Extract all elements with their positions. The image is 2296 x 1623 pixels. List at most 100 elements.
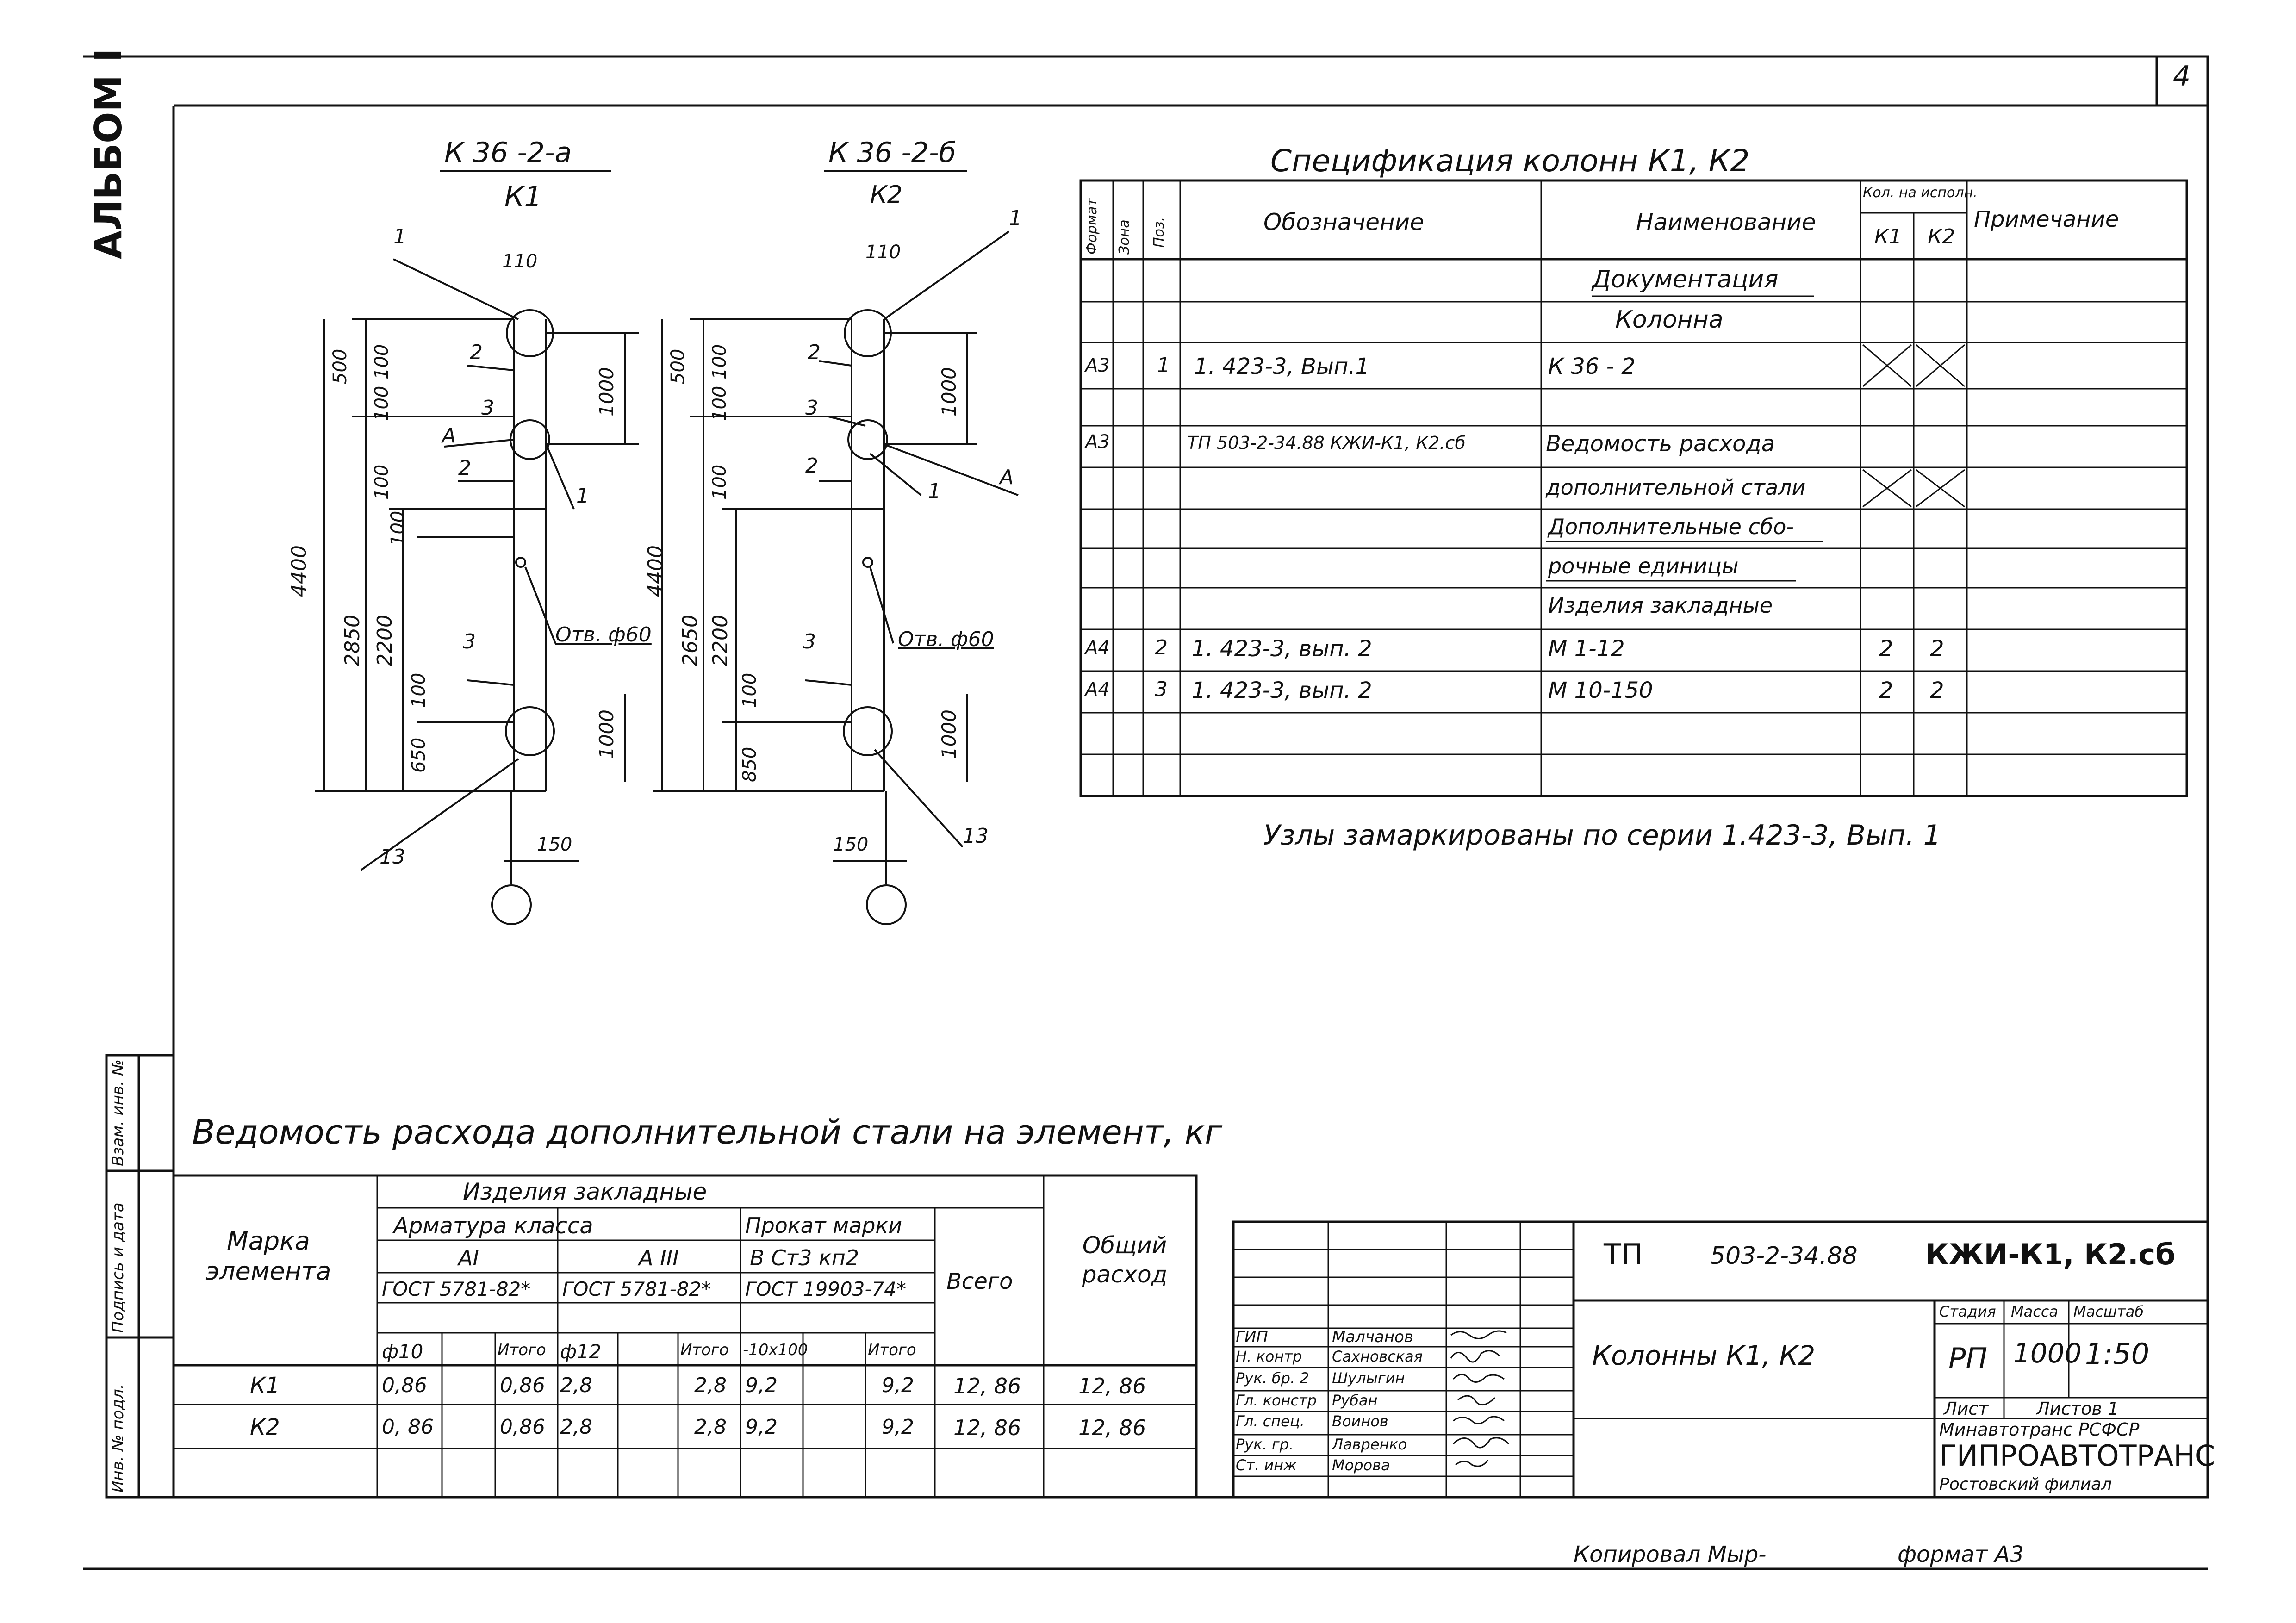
k2-dim-1000b: 1000 — [938, 709, 960, 759]
spec-row-10-k1: 2 — [1879, 678, 1893, 703]
ved-h-gost3: ГОСТ 19903-74* — [745, 1278, 906, 1300]
k1-subtitle: К1 — [504, 180, 542, 213]
spec-row-1-name: Колонна — [1615, 306, 1724, 334]
k1-dim-100d: 100 — [387, 510, 409, 546]
sig-name-6: Морова — [1332, 1456, 1390, 1474]
spec-row-10-designation: 1. 423-3, вып. 2 — [1192, 678, 1372, 703]
k2-callout-1b: 1 — [928, 479, 941, 503]
vedomost-title: Ведомость расхода дополнительной стали н… — [192, 1113, 1222, 1151]
tb-org1: Минавтотранс РСФСР — [1939, 1419, 2140, 1440]
ved-h-mark: Марка элемента — [205, 1226, 331, 1286]
sig-name-4: Воинов — [1332, 1412, 1388, 1430]
k1-dim-100c: 100 — [371, 464, 392, 500]
margin-inv-podl: Инв. № подл. — [109, 1384, 127, 1492]
tb-list: Лист — [1944, 1399, 1989, 1419]
ved-row-0-f10: 0,86 — [382, 1374, 427, 1397]
k2-dim-100a: 100 — [709, 344, 730, 379]
ved-h-gost2: ГОСТ 5781-82* — [562, 1278, 711, 1300]
spec-row-2-format: А3 — [1085, 355, 1110, 376]
sig-name-1: Сахновская — [1332, 1348, 1423, 1365]
album-label: АЛЬБОМ I — [87, 48, 130, 259]
k1-dim-110: 110 — [502, 251, 538, 272]
k1-callout-1b: 1 — [576, 484, 589, 508]
spec-row-8-name: Изделия закладные — [1548, 593, 1773, 618]
margin-podpis-data: Подпись и дата — [109, 1202, 127, 1333]
ved-row-0-it2: 2,8 — [694, 1374, 727, 1397]
ved-h-vst: В Ст3 кп2 — [750, 1245, 859, 1270]
k2-dim-100d: 100 — [739, 672, 760, 708]
ved-row-1-vsego: 12, 86 — [953, 1415, 1021, 1440]
k2-dim-2200: 2200 — [709, 615, 732, 666]
k2-callout-2: 2 — [808, 341, 821, 364]
ved-h-itogo1: Итого — [498, 1341, 546, 1359]
k2-dim-850: 850 — [739, 746, 760, 782]
ved-row-1-f12: 2,8 — [560, 1415, 592, 1439]
ved-row-0-it1: 0,86 — [500, 1374, 545, 1397]
ved-row-1-mark: К2 — [250, 1414, 280, 1440]
k1-callout-2b: 2 — [458, 456, 471, 480]
k2-callout-3b: 3 — [803, 630, 816, 653]
k2-dim-2650: 2650 — [678, 615, 702, 666]
sig-name-5: Лавренко — [1332, 1436, 1407, 1453]
ved-h-prokat: Прокат марки — [745, 1213, 902, 1238]
spec-row-10-name: М 10-150 — [1548, 678, 1653, 703]
tb-org2: ГИПРОАВТОТРАНС — [1939, 1439, 2215, 1473]
spec-h-designation: Обозначение — [1263, 209, 1424, 236]
tb-massa: 1000 — [2013, 1337, 2082, 1369]
spec-h-note: Примечание — [1974, 206, 2119, 232]
k1-title: К 36 -2-а — [444, 137, 572, 169]
k2-dim-100b: 100 — [709, 386, 730, 421]
spec-row-9-k1: 2 — [1879, 636, 1893, 662]
k1-callout-1: 1 — [393, 225, 406, 249]
sig-name-3: Рубан — [1332, 1392, 1378, 1409]
k2-title: К 36 -2-б — [828, 137, 956, 169]
ved-row-0-mark: К1 — [250, 1373, 280, 1399]
tb-code-prefix: ТП — [1604, 1237, 1643, 1271]
spec-row-9-pos: 2 — [1155, 636, 1168, 659]
copied-by: Копировал Мыр- — [1574, 1542, 1767, 1567]
spec-row-9-format: А4 — [1085, 637, 1110, 659]
k2-dim-150: 150 — [833, 834, 869, 855]
k2-dim-1000a: 1000 — [938, 367, 960, 417]
k1-dim-500: 500 — [330, 348, 351, 384]
k2-callout-A: А — [1000, 466, 1014, 489]
tb-org3: Ростовский филиал — [1939, 1475, 2112, 1494]
format-label: формат А3 — [1898, 1542, 2024, 1567]
k1-dim-1000b: 1000 — [595, 709, 618, 759]
k2-dim-110: 110 — [865, 242, 901, 263]
k1-callout-A: А — [442, 424, 456, 448]
k1-callout-3b: 3 — [463, 630, 476, 653]
ved-row-0-f12: 2,8 — [560, 1374, 592, 1397]
ved-h-f10: ф10 — [382, 1340, 423, 1363]
spec-h-qty: Кол. на исполн. — [1863, 185, 1978, 201]
spec-row-9-name: М 1-12 — [1548, 636, 1625, 662]
ved-h-vsego: Всего — [946, 1269, 1013, 1294]
tb-code-number: 503-2-34.88 — [1710, 1242, 1858, 1270]
tb-object: Колонны К1, К2 — [1592, 1340, 1816, 1371]
spec-row-4-designation: ТП 503-2-34.88 КЖИ-К1, К2.сб — [1187, 433, 1466, 453]
margin-vzam-inv: Взам. инв. № — [109, 1059, 127, 1166]
k1-dim-100a: 100 — [371, 344, 392, 379]
k1-dim-2200: 2200 — [373, 615, 397, 666]
tb-stadia: РП — [1948, 1342, 1988, 1375]
ved-row-0-obsh: 12, 86 — [1078, 1374, 1146, 1399]
k1-dim-100b: 100 — [371, 386, 392, 421]
spec-row-2-designation: 1. 423-3, Вып.1 — [1194, 354, 1370, 379]
spec-row-9-k2: 2 — [1930, 636, 1944, 662]
ved-row-1-f10: 0, 86 — [382, 1415, 434, 1439]
spec-h-pos: Поз. — [1151, 217, 1167, 248]
ved-row-1-it3: 9,2 — [882, 1415, 914, 1439]
sig-role-6: Ст. инж — [1236, 1456, 1297, 1474]
sig-role-3: Гл. констр — [1236, 1392, 1317, 1409]
k1-dim-650: 650 — [408, 737, 429, 773]
spec-row-4-format: А3 — [1085, 431, 1110, 453]
spec-row-2-pos: 1 — [1157, 354, 1170, 377]
spec-row-4-name: Ведомость расхода — [1546, 431, 1775, 457]
ved-row-0-vsego: 12, 86 — [953, 1374, 1021, 1399]
spec-h-format: Формат — [1084, 198, 1100, 255]
sig-name-2: Шулыгин — [1332, 1369, 1405, 1387]
ved-h-izdelia: Изделия закладные — [463, 1178, 707, 1205]
k2-callout-1: 1 — [1009, 206, 1022, 230]
tb-masshtab-h: Масштаб — [2073, 1303, 2144, 1320]
